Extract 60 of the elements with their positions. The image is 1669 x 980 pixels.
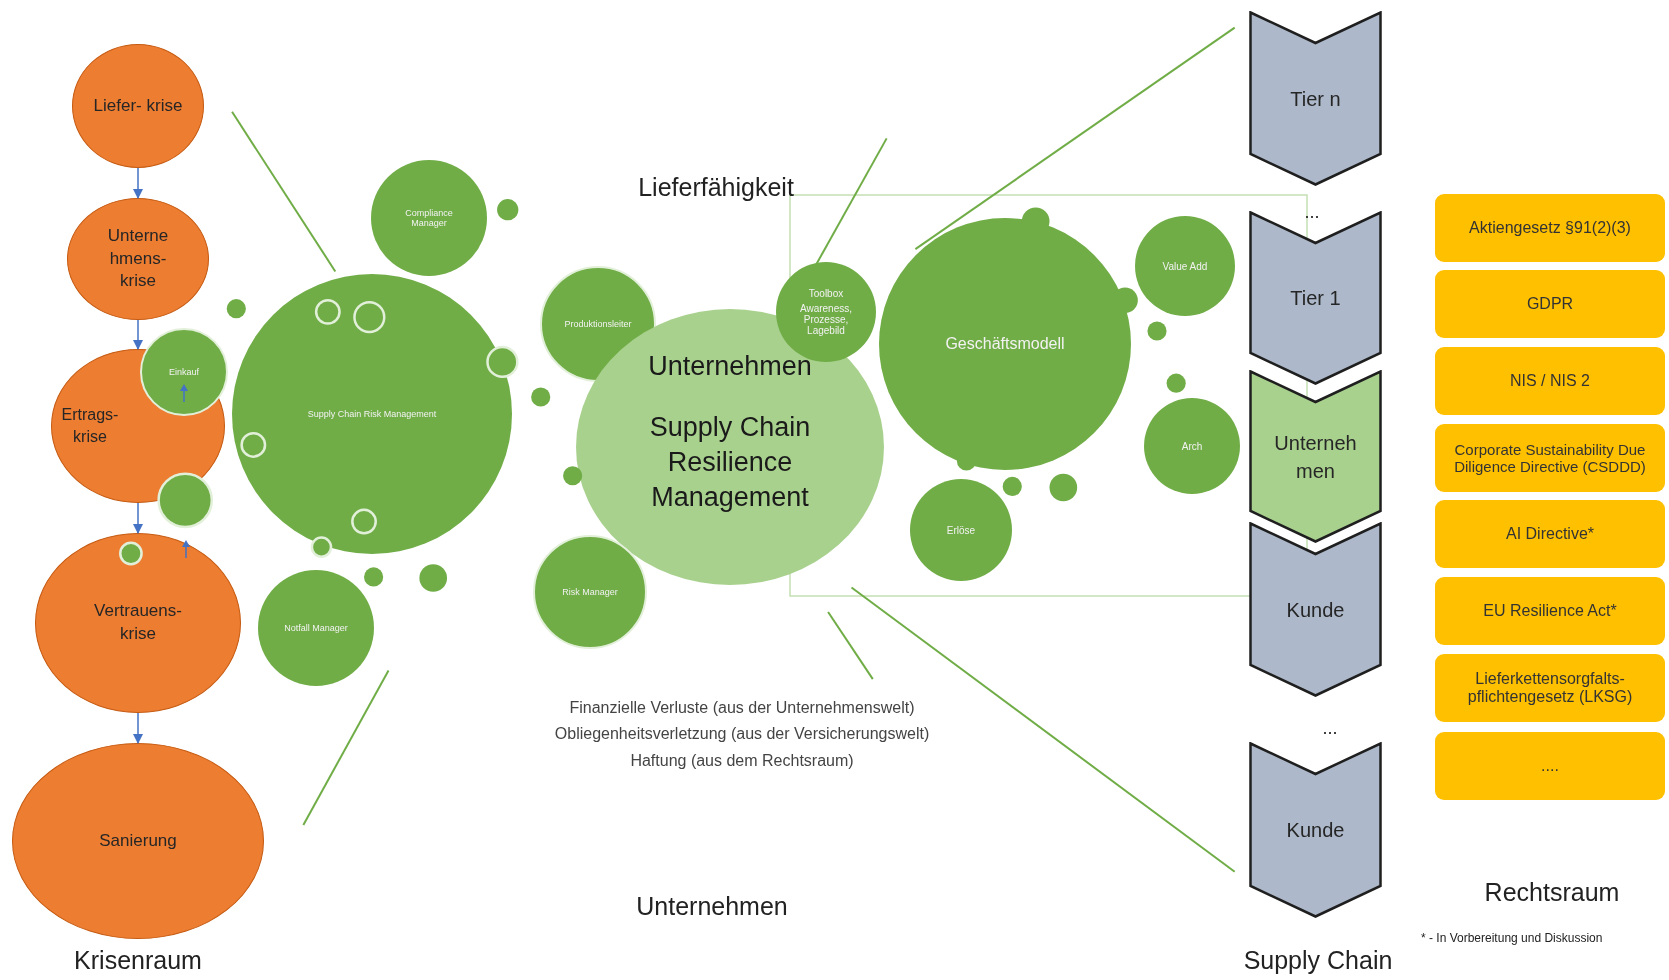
node-label: Ertrags- krise bbox=[60, 405, 120, 447]
chevron-shape bbox=[1249, 11, 1382, 186]
law-box bbox=[1435, 732, 1665, 800]
chevron-shape bbox=[1249, 211, 1382, 385]
node-label: Produktionsleiter bbox=[564, 319, 632, 329]
node-label: Kunde bbox=[1285, 597, 1346, 623]
section-heading: Lieferfähigkeit bbox=[638, 172, 794, 202]
node-label: Einkauf bbox=[169, 367, 199, 377]
chevron-shape bbox=[1249, 522, 1382, 697]
ellipsis-text: ... bbox=[1322, 717, 1338, 739]
node-label: Value Add bbox=[1162, 260, 1208, 272]
node-label: Awareness, Prozesse, Lagebild bbox=[798, 303, 854, 336]
arrow bbox=[132, 319, 144, 351]
section-heading: Unternehmen bbox=[636, 891, 788, 921]
node-label: Corporate Sustainability Due Diligence Directive (CSDDD) bbox=[1453, 440, 1647, 476]
law-box bbox=[1435, 424, 1665, 492]
node-label: Geschäftsmodell bbox=[945, 335, 1065, 353]
law-box bbox=[1435, 577, 1665, 645]
node-label: Sanierung bbox=[98, 829, 178, 852]
node-label: NIS / NIS 2 bbox=[1509, 371, 1591, 391]
node-label: Unterne hmens- krise bbox=[106, 224, 170, 293]
section-heading: Krisenraum bbox=[74, 945, 202, 975]
footnote-text: * - In Vorbereitung und Diskussion bbox=[1421, 931, 1603, 945]
node-label: Supply Chain Resilience Management bbox=[648, 410, 812, 515]
node-label: Risk Manager bbox=[562, 587, 618, 597]
arrow bbox=[132, 502, 144, 535]
note-text: Haftung (aus dem Rechtsraum) bbox=[630, 752, 854, 770]
node-label: AI Directive* bbox=[1505, 524, 1595, 544]
node-label: Supply Chain Risk Management bbox=[307, 409, 437, 419]
note-text: Obliegenheitsverletzung (aus der Versicherungswelt) bbox=[554, 725, 930, 743]
node-label: Compliance Manager bbox=[404, 208, 454, 228]
arrow bbox=[132, 712, 144, 745]
law-box bbox=[1435, 194, 1665, 262]
note-text: Finanzielle Verluste (aus der Unternehmenswelt) bbox=[569, 699, 915, 717]
section-heading: Rechtsraum bbox=[1484, 877, 1620, 907]
law-box bbox=[1435, 347, 1665, 415]
node-label: EU Resilience Act* bbox=[1482, 601, 1618, 621]
node-label: Aktiengesetz §91(2)(3) bbox=[1468, 218, 1632, 238]
chevron-shape bbox=[1249, 370, 1382, 543]
law-box bbox=[1435, 654, 1665, 722]
law-box bbox=[1435, 270, 1665, 338]
node-label: Unternehmen bbox=[647, 349, 813, 383]
node-label: GDPR bbox=[1525, 294, 1575, 314]
node-label: Vertrauens- krise bbox=[93, 600, 183, 645]
node-label: Erlöse bbox=[946, 524, 976, 536]
node-label: Tier 1 bbox=[1289, 286, 1342, 311]
node-label: Unterneh men bbox=[1273, 430, 1358, 484]
chevron-shape bbox=[1249, 742, 1382, 918]
node-label: Toolbox bbox=[808, 288, 844, 299]
node-label: .... bbox=[1540, 756, 1560, 776]
ellipsis-text: ... bbox=[1304, 201, 1320, 223]
section-heading: Supply Chain bbox=[1243, 945, 1393, 975]
node-label: Notfall Manager bbox=[284, 623, 348, 633]
law-box bbox=[1435, 500, 1665, 568]
node-label: Liefer- krise bbox=[93, 94, 183, 117]
arrow bbox=[132, 167, 144, 200]
node-label: Kunde bbox=[1285, 818, 1346, 843]
node-label: Arch bbox=[1181, 440, 1203, 452]
node-label: Tier n bbox=[1289, 86, 1342, 112]
node-label: Lieferkettensorgfalts- pflichtengesetz (LKSG) bbox=[1466, 669, 1634, 707]
